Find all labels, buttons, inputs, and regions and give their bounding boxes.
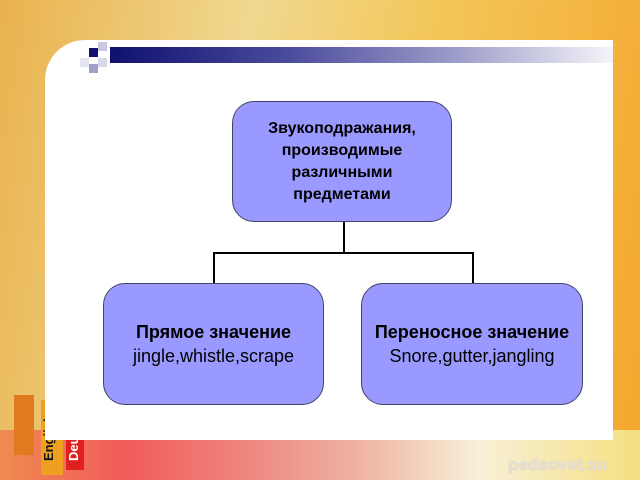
figurative-meaning-title: Переносное значение [374, 322, 570, 342]
direct-meaning-examples: jingle,whistle,scrape [132, 346, 295, 366]
connector [213, 252, 473, 254]
figurative-meaning-examples: Snore,gutter,jangling [389, 346, 555, 366]
direct-meaning-title: Прямое значение [135, 322, 292, 342]
book [14, 395, 34, 455]
direct-meaning-node: Прямое значение jingle,whistle,scrape [103, 283, 324, 405]
root-node: Звукоподражания, производимые различными… [232, 101, 452, 222]
decor-square [89, 48, 98, 57]
connector [213, 252, 215, 283]
connector [472, 252, 474, 283]
watermark: pedsovet.su [508, 455, 608, 474]
connector [343, 222, 345, 253]
title-bar-decoration [110, 47, 613, 63]
figurative-meaning-node: Переносное значение Snore,gutter,janglin… [361, 283, 583, 405]
root-text: Звукоподражания, производимые различными… [268, 119, 416, 203]
decor-square [89, 64, 98, 73]
decor-square [98, 42, 107, 51]
decor-square [98, 58, 107, 67]
decor-square [80, 58, 89, 67]
